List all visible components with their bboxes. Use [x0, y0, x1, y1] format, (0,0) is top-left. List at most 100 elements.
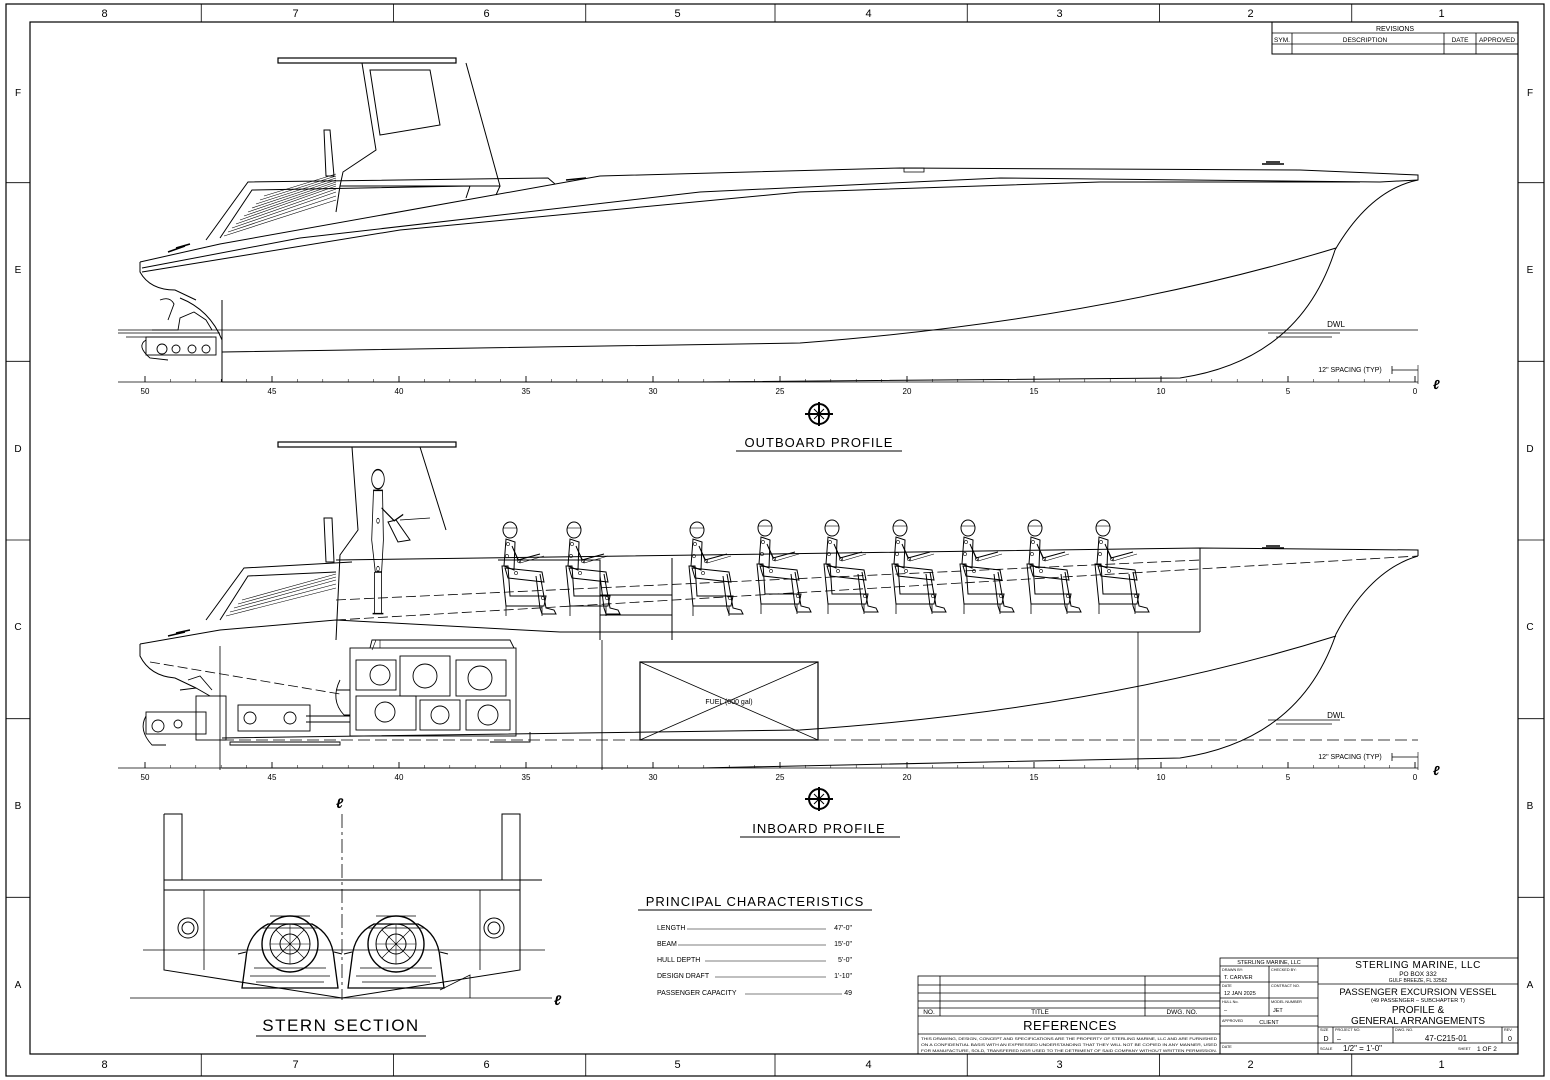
zone-row-left: D	[14, 444, 21, 455]
zone-col-bottom: 1	[1438, 1059, 1445, 1071]
passenger-row	[565, 521, 621, 617]
tb-dwg-no-label: DWG. NO.	[1395, 1028, 1413, 1032]
passenger-row	[823, 519, 879, 615]
station-label: 35	[522, 773, 531, 782]
outboard-profile-title: OUTBOARD PROFILE	[745, 435, 894, 450]
zone-col-top: 6	[483, 8, 490, 20]
captain-figure	[371, 468, 404, 615]
inboard-spacing-label: 12" SPACING (TYP)	[1318, 754, 1381, 761]
tb-date2-label: DATE	[1222, 1045, 1232, 1049]
zone-col-bottom: 8	[101, 1059, 108, 1071]
references-col-title: TITLE	[1031, 1009, 1049, 1016]
revisions-col-description: DESCRIPTION	[1343, 37, 1388, 44]
passenger-row	[756, 519, 812, 615]
station-label: 50	[141, 773, 150, 782]
tb-approved-label: APPROVED	[1222, 1019, 1243, 1023]
zone-row-right: D	[1526, 444, 1533, 455]
zone-row-right: B	[1527, 801, 1534, 812]
tb-date-label: DATE	[1222, 984, 1232, 988]
stern-section-title: STERN SECTION	[262, 1016, 419, 1035]
station-label: 25	[776, 773, 785, 782]
revisions-col-sym: SYM.	[1274, 37, 1290, 44]
zone-col-bottom: 5	[674, 1059, 681, 1071]
station-label: 5	[1286, 773, 1291, 782]
station-label: 10	[1157, 773, 1166, 782]
tb-checked-by-label: CHECKED BY:	[1271, 968, 1297, 972]
zone-row-left: A	[15, 980, 22, 991]
principal-value: 47'-0"	[834, 925, 852, 932]
station-label: 40	[395, 773, 404, 782]
principal-value: 49	[844, 990, 852, 997]
inboard-centerline-mark: ℓ	[1433, 763, 1440, 778]
tb-vessel-sub: (49 PASSENGER – SUBCHAPTER T)	[1371, 998, 1465, 1004]
station-label: 30	[649, 773, 658, 782]
station-label: 30	[649, 387, 658, 396]
fuel-tank-label: FUEL (600 gal)	[705, 699, 752, 706]
outboard-station-labels: 50 45 40 35 30 25 20 15 10 5 0	[141, 387, 1418, 396]
zone-col-bottom: 3	[1056, 1059, 1063, 1071]
station-label: 15	[1030, 387, 1039, 396]
references-col-no: NO.	[923, 1009, 935, 1016]
principal-label: LENGTH	[657, 925, 685, 932]
tb-project-label: PROJECT NO.	[1335, 1028, 1360, 1032]
tb-hull-label: HULL No.	[1222, 1000, 1239, 1004]
station-label: 20	[903, 773, 912, 782]
references-col-dwg: DWG. NO.	[1166, 1009, 1197, 1016]
station-label: 25	[776, 387, 785, 396]
revisions-title: REVISIONS	[1376, 26, 1414, 33]
zone-col-bottom: 6	[483, 1059, 490, 1071]
passenger-row	[891, 519, 947, 615]
zone-col-top: 7	[292, 8, 299, 20]
station-label: 0	[1413, 387, 1418, 396]
zone-col-bottom: 4	[865, 1059, 872, 1071]
zone-col-bottom: 7	[292, 1059, 299, 1071]
tb-project: –	[1337, 1036, 1341, 1043]
jet-unit-port	[237, 915, 343, 989]
zone-row-left: E	[15, 265, 22, 276]
station-label: 20	[903, 387, 912, 396]
references-notice-line: FOR MANUFACTURE, SOLD, TRANSFERED NOR US…	[921, 1048, 1217, 1053]
tb-size: D	[1323, 1036, 1328, 1043]
inboard-section-symbol	[804, 786, 834, 812]
tb-model: JET	[1273, 1008, 1283, 1014]
references-title: REFERENCES	[1023, 1018, 1117, 1033]
station-label: 35	[522, 387, 531, 396]
passenger-row	[1094, 519, 1150, 615]
tb-company-small: STERLING MARINE, LLC	[1237, 960, 1301, 966]
zone-row-right: C	[1526, 622, 1533, 633]
station-label: 50	[141, 387, 150, 396]
tb-client-label: CLIENT	[1259, 1020, 1279, 1026]
zone-row-left: C	[14, 622, 21, 633]
station-label: 45	[268, 387, 277, 396]
station-label: 10	[1157, 387, 1166, 396]
tb-rev: 0	[1508, 1036, 1512, 1043]
principal-label: BEAM	[657, 941, 677, 948]
revisions-block: REVISIONS SYM. DESCRIPTION DATE APPROVED	[1271, 21, 1519, 55]
tb-size-label: SIZE	[1320, 1028, 1329, 1032]
tb-dwg-no: 47-C215-01	[1425, 1034, 1468, 1043]
inboard-dwl-label: DWL	[1327, 711, 1345, 720]
zone-col-top: 5	[674, 8, 681, 20]
zone-row-labels: F E D C B A F E D C B A	[14, 88, 1533, 991]
tb-vessel: PASSENGER EXCURSION VESSEL	[1339, 987, 1496, 998]
sheet-border	[5, 3, 1545, 1077]
references-notice-line: ON A CONFIDENTIAL BASIS WITH AN EXPRESSE…	[921, 1042, 1217, 1047]
zone-col-bottom: 2	[1247, 1059, 1254, 1071]
station-label: 5	[1286, 387, 1291, 396]
tb-hull: –	[1224, 1008, 1228, 1014]
stern-centerline-mark: ℓ	[336, 795, 344, 811]
title-block-text: STERLING MARINE, LLC DRAWN BY: T. CARVER…	[1222, 960, 1513, 1053]
outboard-spacing-label: 12" SPACING (TYP)	[1318, 367, 1381, 374]
tb-contract-label: CONTRACT NO.	[1271, 984, 1300, 988]
revisions-col-approved: APPROVED	[1479, 37, 1515, 44]
references-block	[917, 975, 1221, 1055]
tb-dwg-title-2: GENERAL ARRANGEMENTS	[1351, 1016, 1485, 1027]
outboard-profile	[118, 57, 1419, 384]
passenger-seating	[501, 519, 1150, 617]
zone-col-top: 8	[101, 8, 108, 20]
outboard-dwl-label: DWL	[1327, 320, 1345, 329]
passenger-row	[959, 519, 1015, 615]
tb-dwg-title-1: PROFILE &	[1392, 1005, 1445, 1016]
jet-unit-starboard	[343, 915, 449, 989]
